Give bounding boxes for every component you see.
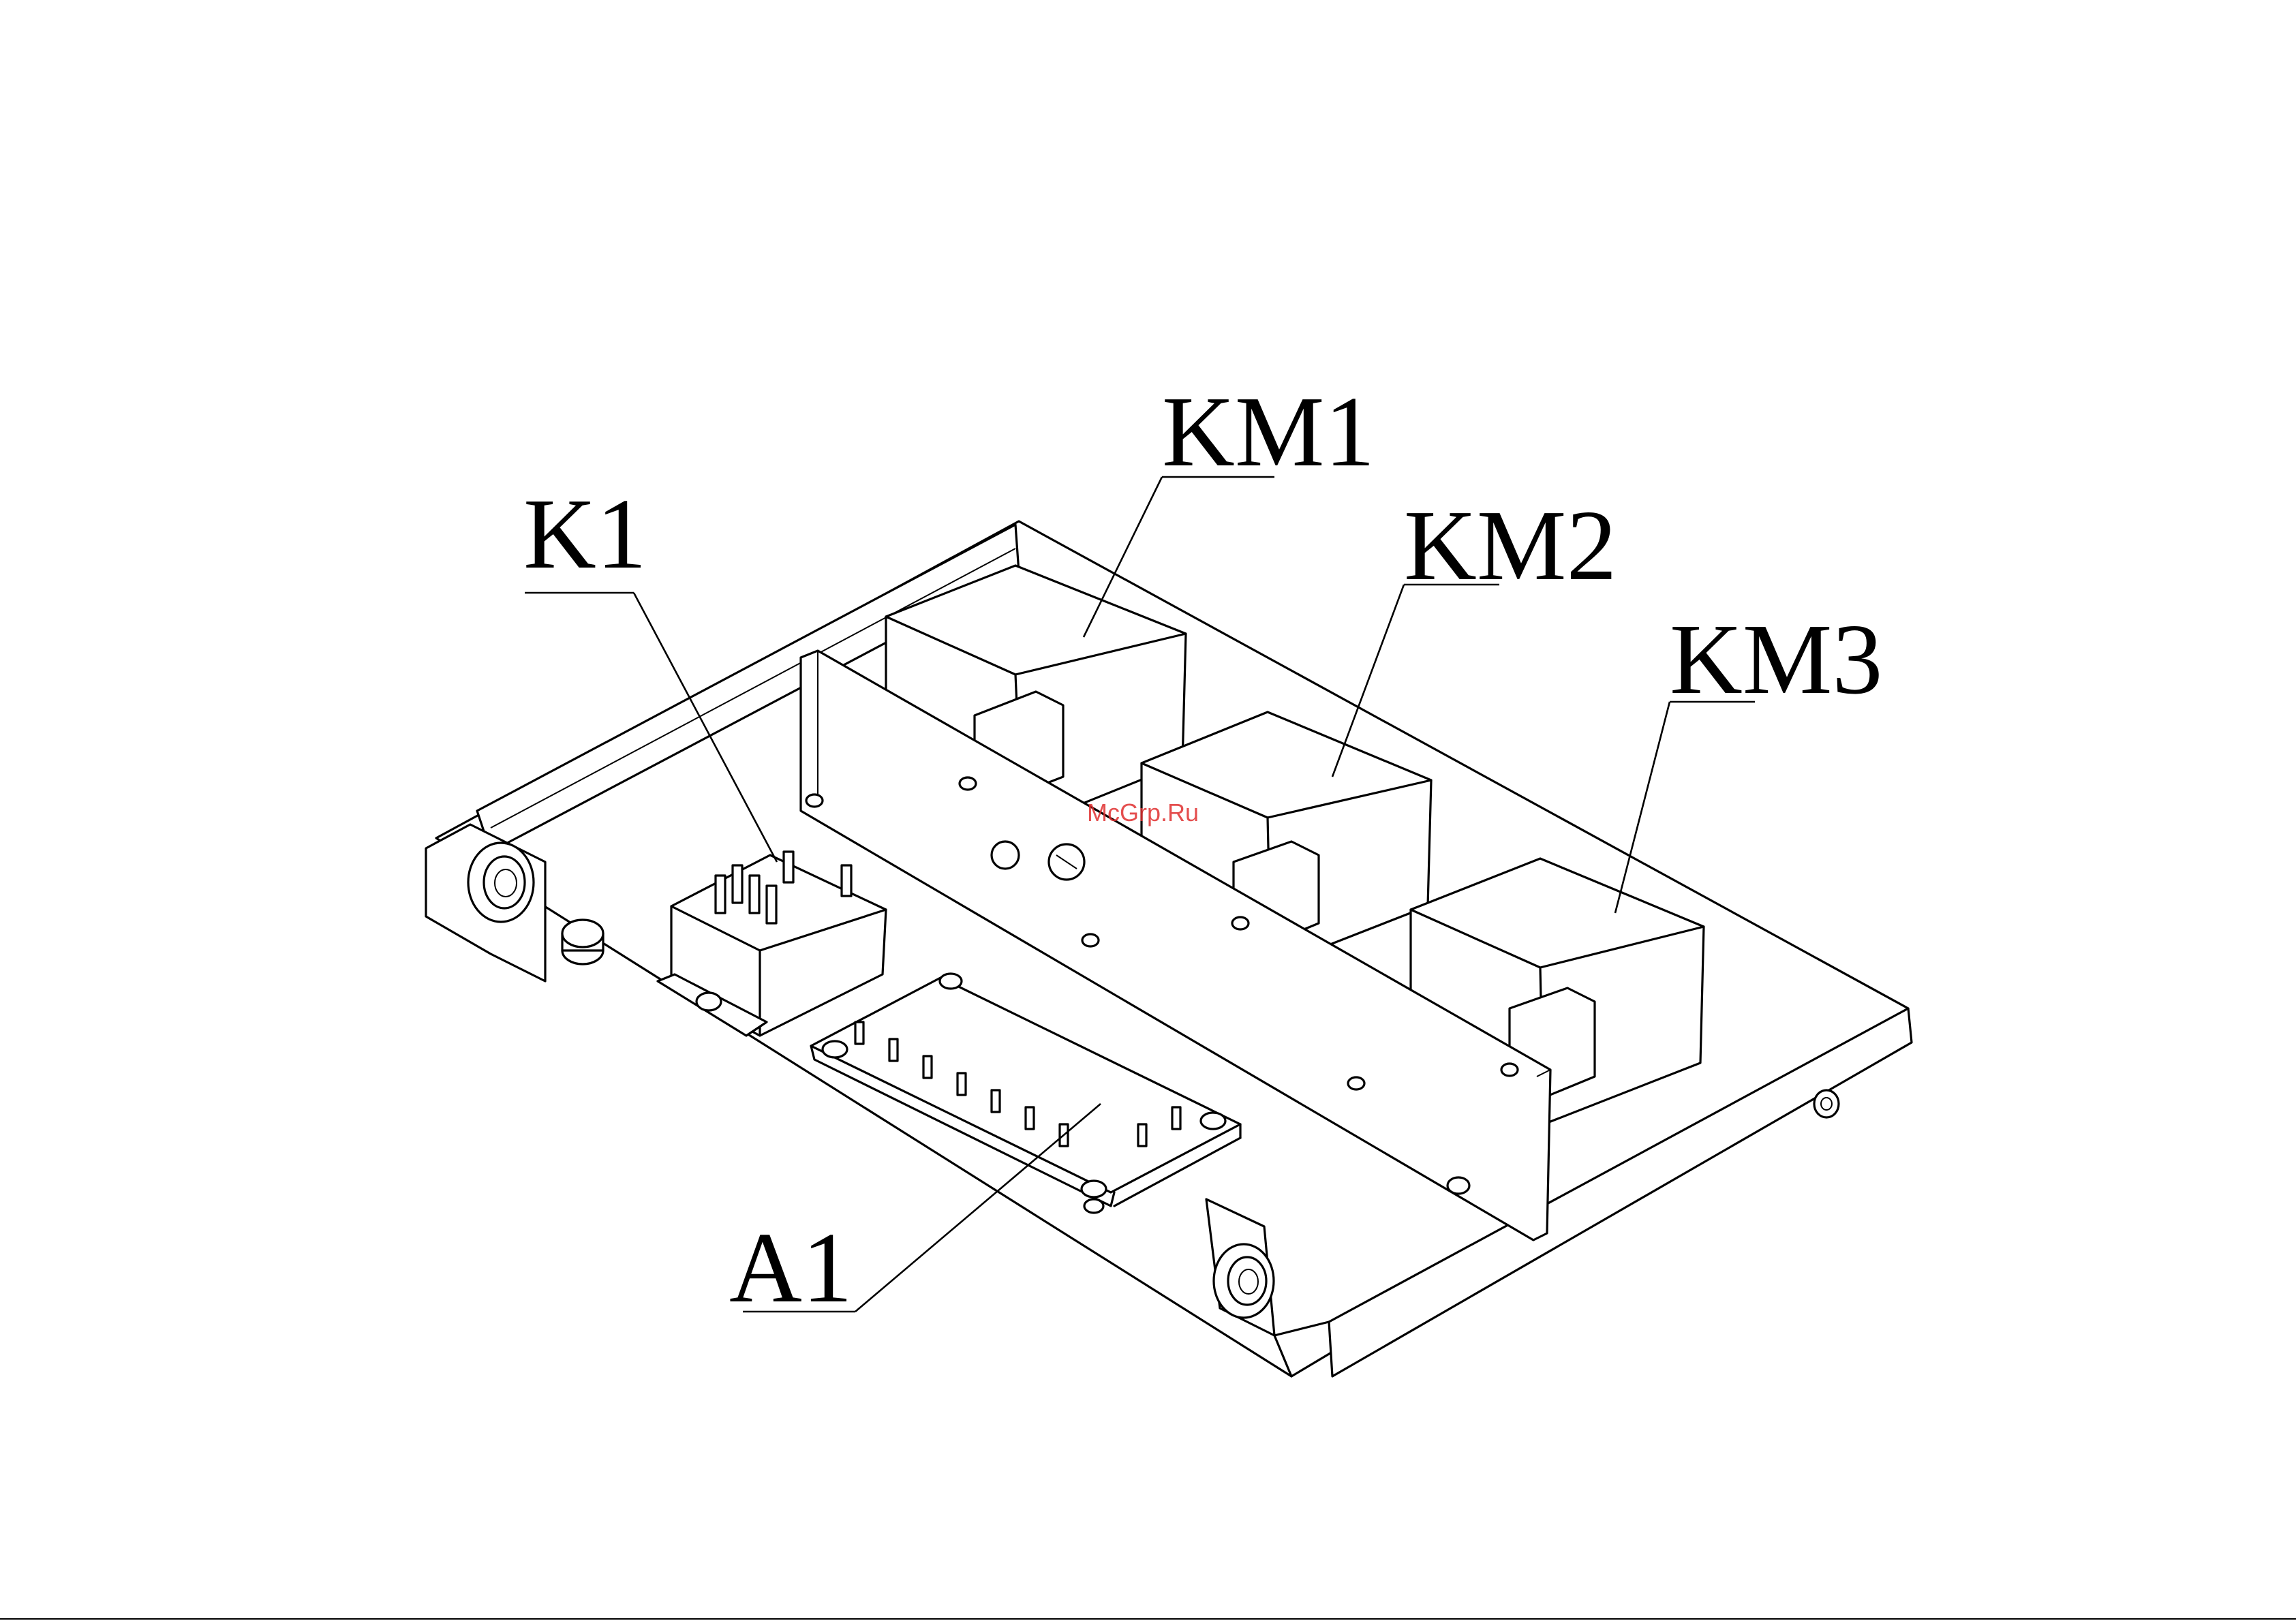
watermark: McGrp.Ru	[1087, 799, 1199, 826]
label-km1: KM1	[1162, 376, 1375, 488]
standoff-left	[562, 920, 603, 964]
grommet-left	[468, 843, 534, 922]
label-a1: A1	[729, 1212, 853, 1324]
label-km2: KM2	[1404, 490, 1617, 602]
label-k1: K1	[523, 478, 647, 590]
grommet-front	[1214, 1244, 1274, 1318]
panel-bolt	[992, 841, 1019, 869]
label-km3: KM3	[1670, 604, 1882, 715]
screw-right	[1814, 1090, 1839, 1117]
